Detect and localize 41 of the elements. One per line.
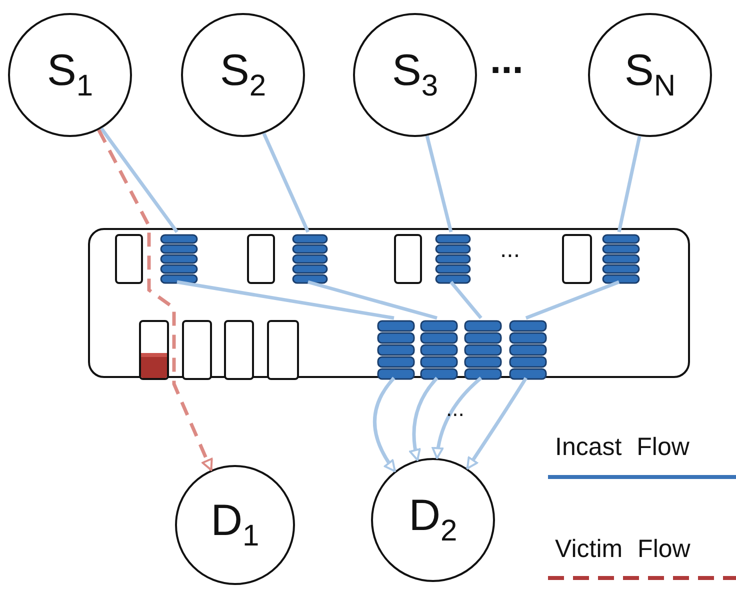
legend-label: Victim Flow [555,534,690,564]
node-label: S$_{N}$ [624,48,676,102]
arrow [409,376,438,461]
empty-queue [115,234,143,284]
arrow [372,376,396,472]
arrow [432,376,482,460]
flow-line [450,280,482,320]
flow-line [176,280,394,320]
node-label: S$_{1}$ [46,48,94,102]
node-label: S$_{2}$ [220,48,266,102]
packet-queue [377,320,415,380]
flow-line [100,127,178,234]
flow-line [262,132,310,233]
arrow [466,377,528,470]
packet-queue [509,320,547,380]
flow-line [425,135,453,232]
empty-queue [224,320,254,380]
flow-line [525,280,620,320]
packet-queue [420,320,458,380]
ellipsis: ... [500,238,520,262]
flow-line [617,136,642,232]
empty-queue [562,234,592,284]
legend-label: Incast Flow [555,432,690,462]
flow-line [308,280,438,320]
empty-queue [267,320,299,380]
ellipsis: ... [490,40,524,80]
packet-queue [464,320,502,380]
node-label: D$_{2}$ [408,494,458,546]
packet-queue [160,234,198,284]
empty-queue [247,234,275,284]
node-label: S$_{3}$ [392,48,438,102]
empty-queue [182,320,212,380]
packet-queue [602,234,640,284]
switch-box [88,228,690,378]
packet-queue [292,234,328,284]
dashed-arrow [97,129,213,471]
victim-queue [139,320,169,380]
ellipsis: ... [446,398,464,420]
node-label: D$_{1}$ [210,498,260,552]
packet-queue [435,234,471,284]
empty-queue [394,234,422,284]
